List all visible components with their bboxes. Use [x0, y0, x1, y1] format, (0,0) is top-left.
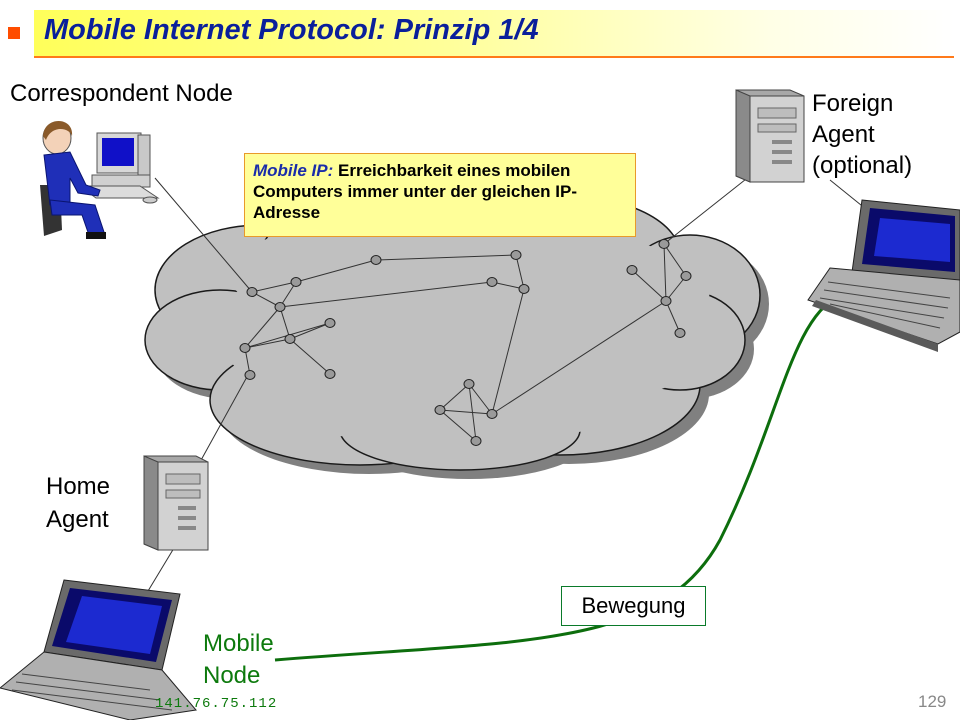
router-node [324, 318, 336, 328]
router-node [324, 369, 336, 379]
router-node [680, 271, 692, 281]
foreign-laptop-icon [807, 199, 960, 352]
router-node [626, 265, 638, 275]
router-node [434, 405, 446, 415]
router-node [284, 334, 296, 344]
page-title: Mobile Internet Protocol: Prinzip 1/4 [44, 14, 539, 46]
router-node [660, 296, 672, 306]
mobile-node-label: Mobile Node [203, 630, 274, 689]
correspondent-node-label: Correspondent Node [10, 80, 233, 107]
foreign-agent-server-icon [735, 89, 805, 183]
title-bullet [8, 27, 20, 39]
network-cloud [144, 189, 769, 479]
home-agent-server-icon [143, 455, 209, 551]
router-node [244, 370, 256, 380]
router-node [658, 239, 670, 249]
router-node [470, 436, 482, 446]
page-number: 129 [918, 692, 947, 711]
router-node [518, 284, 530, 294]
info-box: Mobile IP: Erreichbarkeit eines mobilen … [244, 153, 636, 237]
correspondent-computer-icon [40, 121, 160, 239]
footer-ip-address: 141.76.75.112 [155, 696, 278, 712]
router-node [674, 328, 686, 338]
router-node [246, 287, 258, 297]
routers [239, 239, 692, 446]
title-bar [34, 10, 954, 58]
router-node [486, 409, 498, 419]
info-box-text: Erreichbarkeit eines mobilen Computers i… [253, 161, 578, 222]
router-node [486, 277, 498, 287]
router-node [274, 302, 286, 312]
network-links [244, 243, 687, 442]
router-node [510, 250, 522, 260]
router-node [370, 255, 382, 265]
mobile-node-laptop-icon [0, 579, 197, 720]
router-node [463, 379, 475, 389]
router-node [239, 343, 251, 353]
home-agent-label: Home Agent [46, 473, 111, 533]
movement-label: Bewegung [561, 586, 706, 626]
foreign-agent-label: Foreign Agent (optional) [812, 90, 913, 179]
router-node [290, 277, 302, 287]
info-box-lead: Mobile IP: [253, 161, 334, 180]
